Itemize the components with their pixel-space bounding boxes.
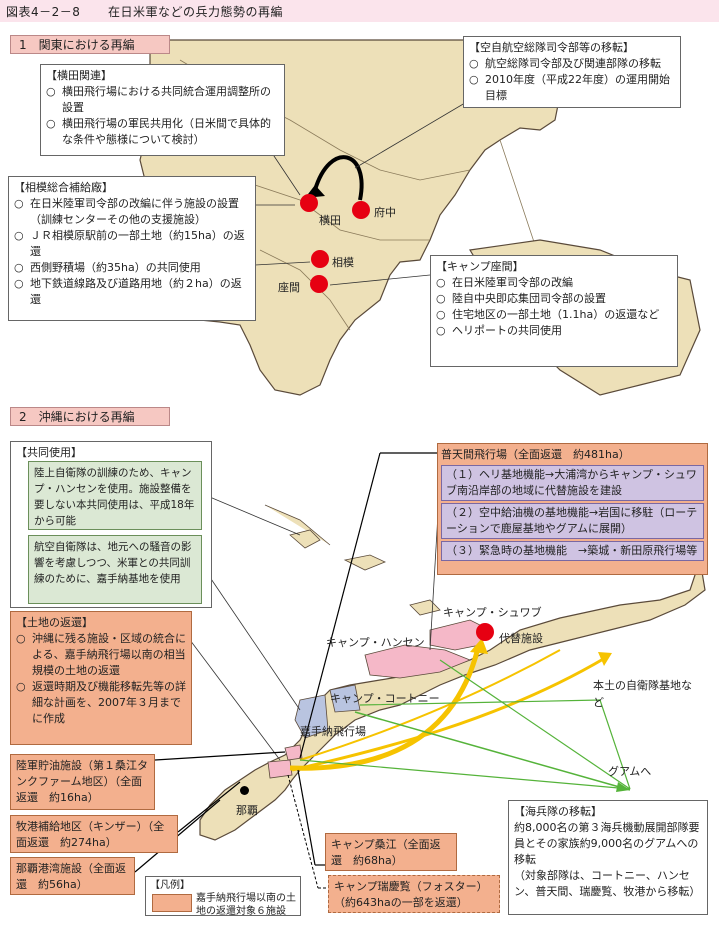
land-return-box: 【土地の返還】 沖縄に残る施設・区域の統合による、嘉手納飛行場以南の相当規模の土… xyxy=(10,611,192,745)
arrow-to-schwab xyxy=(289,647,481,771)
figure-number: 図表4－2－8 xyxy=(6,5,81,19)
camp-foster-label: キャンプ瑞慶覧（フォスター）（約643haの一部を返還） xyxy=(328,875,500,913)
land-return-item: 沖縄に残る施設・区域の統合による、嘉手納飛行場以南の相当規模の土地の返還 xyxy=(16,631,186,679)
zama-item: ヘリポートの共同使用 xyxy=(436,323,672,339)
kadena-label: 嘉手納飛行場 xyxy=(300,725,366,738)
marines-text: 約8,000名の第３海兵機動展開部隊要員とその家族約9,000名のグアムへの移転 xyxy=(514,821,700,866)
zama-info-box: 【キャンプ座間】 在日米陸軍司令部の改編 陸自中央即応集団司令部の設置 住宅地区… xyxy=(430,255,678,367)
mainland-sdf-label: 本土の自衛隊基地など xyxy=(593,679,692,709)
sagami-marker xyxy=(311,250,329,268)
camp-hansen-area xyxy=(364,644,472,679)
makiminato-label: 牧港補給地区（キンザー）（全面返還 約274ha） xyxy=(10,815,178,853)
replacement-facility-label: 代替施設 xyxy=(499,632,543,645)
marines-note: （対象部隊は、コートニー、ハンセン、普天間、瑞慶覧、牧港から移転） xyxy=(514,869,701,898)
sagami-item: 地下鉄道線路及び道路用地（約２ha）の返還 xyxy=(14,276,250,308)
naha-marker xyxy=(240,786,249,795)
air-defense-item: 航空総隊司令部及び関連部隊の移転 xyxy=(469,56,675,72)
naha-label: 那覇 xyxy=(236,804,258,817)
outlying-islands xyxy=(264,504,387,571)
yokota-marker xyxy=(300,194,318,212)
marines-relocation-box: 【海兵隊の移転】 約8,000名の第３海兵機動展開部隊要員とその家族約9,000… xyxy=(508,800,708,915)
camp-kuwae-label: キャンプ桑江（全面返還 約68ha） xyxy=(325,833,457,871)
figure-title: 在日米軍などの兵力態勢の再編 xyxy=(108,5,284,19)
camp-hansen-label: キャンプ・ハンセン xyxy=(326,636,425,649)
sagami-label: 相模 xyxy=(332,256,354,269)
air-defense-info-box: 【空自航空総隊司令部等の移転】 航空総隊司令部及び関連部隊の移転 2010年度（… xyxy=(463,36,681,108)
land-return-title: 【土地の返還】 xyxy=(16,616,93,629)
sagami-item: 在日米陸軍司令部の改編に伴う施設の設置（訓練センターその他の支援施設） xyxy=(14,196,250,228)
sagami-info-box: 【相模総合補給廠】 在日米陸軍司令部の改編に伴う施設の設置（訓練センターその他の… xyxy=(8,176,256,321)
legend-swatch xyxy=(152,894,192,912)
green-arrow-4 xyxy=(299,759,631,790)
zama-item: 在日米陸軍司令部の改編 xyxy=(436,275,672,291)
futenma-item: （３）緊急時の基地機能 →築城・新田原飛行場等 xyxy=(441,541,704,561)
southern-base-area-2 xyxy=(267,759,293,779)
legend-title: 【凡例】 xyxy=(150,880,190,891)
futenma-item: （１）ヘリ基地機能→大浦湾からキャンプ・シュワブ南沿岸部の地域に代替施設を建設 xyxy=(441,465,704,501)
futenma-title: 普天間飛行場（全面返還 約481ha） xyxy=(441,448,630,461)
figure-title-bar: 図表4－2－8 在日米軍などの兵力態勢の再編 xyxy=(0,0,719,22)
yokota-box-title: 【横田関連】 xyxy=(46,69,112,82)
legend-box: 【凡例】 嘉手納飛行場以南の土地の返還対象６施設 xyxy=(145,876,301,917)
camp-schwab-label: キャンプ・シュワブ xyxy=(443,606,542,619)
yokota-item: 横田飛行場の軍民共用化（日米間で具体的な条件や態様について検討） xyxy=(46,116,279,148)
air-defense-item: 2010年度（平成22年度）の運用開始目標 xyxy=(469,72,675,104)
green-arrow-2 xyxy=(359,699,631,790)
tank-farm-label: 陸軍貯油施設（第１桑江タンクファーム地区）（全面返還 約16ha） xyxy=(10,754,155,810)
yokota-label: 横田 xyxy=(319,214,341,227)
joint-use-asdf: 航空自衛隊は、地元への騒音の影響を考慮しつつ、米軍との共同訓練のために、嘉手納基… xyxy=(28,535,202,604)
sagami-item: 西側野積場（約35ha）の共同使用 xyxy=(14,260,250,276)
arrow-to-iwakuni xyxy=(299,649,561,761)
green-arrow-1 xyxy=(354,711,631,791)
joint-use-gsdf: 陸上自衛隊の訓練のため、キャンプ・ハンセンを使用。施設整備を要しない本共同使用は… xyxy=(28,461,202,530)
arrow-to-mainland xyxy=(291,656,606,772)
zama-box-title: 【キャンプ座間】 xyxy=(436,260,524,273)
guam-label: グアムへ xyxy=(608,765,652,778)
naha-port-label: 那覇港湾施設（全面返還 約56ha） xyxy=(10,857,135,895)
fuchu-label: 府中 xyxy=(374,206,396,219)
islet xyxy=(409,599,441,616)
relocation-arrow-fuchu-yokota xyxy=(313,155,364,201)
futenma-box: 普天間飛行場（全面返還 約481ha） （１）ヘリ基地機能→大浦湾からキャンプ・… xyxy=(437,443,708,575)
fuchu-marker xyxy=(352,201,370,219)
green-arrow-3 xyxy=(439,659,631,790)
sagami-box-title: 【相模総合補給廠】 xyxy=(14,181,113,194)
yokota-item: 横田飛行場における共同統合運用調整所の設置 xyxy=(46,84,279,116)
air-defense-box-title: 【空自航空総隊司令部等の移転】 xyxy=(469,41,634,54)
legend-text: 嘉手納飛行場以南の土地の返還対象６施設 xyxy=(196,893,296,917)
camp-courtney-area xyxy=(329,684,361,713)
zama-label: 座間 xyxy=(278,281,300,294)
zama-item: 陸自中央即応集団司令部の設置 xyxy=(436,291,672,307)
camp-courtney-label: キャンプ・コートニー xyxy=(330,692,440,705)
replacement-facility-marker xyxy=(476,623,494,641)
marines-title: 【海兵隊の移転】 xyxy=(514,805,602,818)
futenma-item: （２）空中給油機の基地機能→岩国に移駐（ローテーションで鹿屋基地やグアムに展開） xyxy=(441,503,704,539)
zama-marker xyxy=(310,275,328,293)
section-kanto-header: 1 関東における再編 xyxy=(10,35,170,54)
section-okinawa-header: 2 沖縄における再編 xyxy=(10,407,170,426)
zama-item: 住宅地区の一部土地（1.1ha）の返還など xyxy=(436,307,672,323)
joint-use-title: 【共同使用】 xyxy=(16,446,82,459)
yokota-info-box: 【横田関連】 横田飛行場における共同統合運用調整所の設置 横田飛行場の軍民共用化… xyxy=(40,64,285,156)
kanto-boundary-2 xyxy=(239,179,430,241)
sagami-item: ＪＲ相模原駅前の一部土地（約15ha）の返還 xyxy=(14,228,250,260)
southern-base-area-1 xyxy=(284,744,303,761)
land-return-item: 返還時期及び機能移転先等の詳細な計画を、2007年３月までに作成 xyxy=(16,679,186,727)
